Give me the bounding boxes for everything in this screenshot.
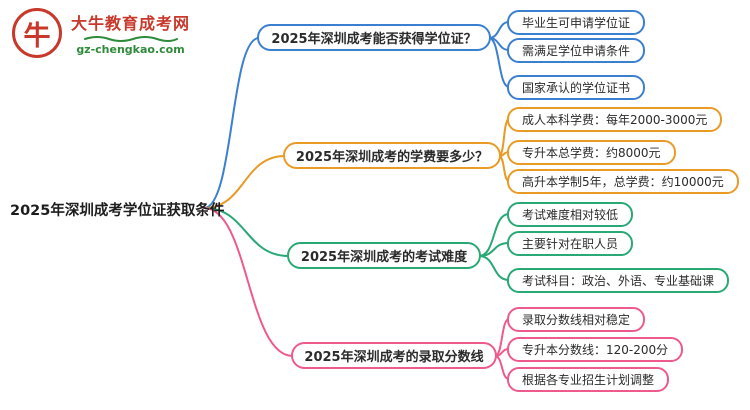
child-node: 录取分数线相对稳定 xyxy=(507,307,646,332)
child-node: 高升本学制5年，总学费：约10000元 xyxy=(507,169,739,194)
branch-tuition-cost: 2025年深圳成考的学费要多少？ xyxy=(283,142,501,169)
connector-branch0-child0 xyxy=(488,21,510,39)
branch-can-obtain-degree: 2025年深圳成考能否获得学位证？ xyxy=(257,24,491,51)
root-node: 2025年深圳成考学位证获取条件 xyxy=(10,203,225,219)
child-node: 考试科目：政治、外语、专业基础课 xyxy=(507,268,730,293)
connector-root-branch-0 xyxy=(203,37,260,209)
child-node: 专升本总学费：约8000元 xyxy=(507,140,676,165)
site-name: 大牛教育成考网 xyxy=(71,14,191,33)
connector-branch0-child2 xyxy=(488,37,510,88)
connector-branch2-child2 xyxy=(478,255,510,281)
child-node: 毕业生可申请学位证 xyxy=(507,10,646,35)
child-node: 成人本科学费：每年2000-3000元 xyxy=(507,107,723,132)
logo-text-block: 大牛教育成考网 gz-chengkao.com xyxy=(71,10,190,56)
connector-root-branch-2 xyxy=(203,207,290,257)
child-node: 主要针对在职人员 xyxy=(507,231,634,256)
child-node: 根据各专业招生计划调整 xyxy=(507,367,670,392)
connector-root-branch-1 xyxy=(203,155,286,209)
site-url: gz-chengkao.com xyxy=(76,43,185,56)
child-node: 国家承认的学位证书 xyxy=(507,75,646,100)
branch-admission-score: 2025年深圳成考的录取分数线 xyxy=(291,342,497,369)
bull-logo-icon: 牛 xyxy=(12,8,62,58)
child-node: 需满足学位申请条件 xyxy=(507,38,646,63)
site-logo: 牛 大牛教育成考网 gz-chengkao.com xyxy=(12,8,190,58)
child-node: 考试难度相对较低 xyxy=(507,202,634,227)
connector-root-branch-3 xyxy=(203,207,294,357)
bull-glyph: 牛 xyxy=(23,20,51,52)
branch-exam-difficulty: 2025年深圳成考的考试难度 xyxy=(287,242,481,269)
logo-underline-squiggle-icon xyxy=(83,36,178,42)
child-node: 专升本分数线：120-200分 xyxy=(507,337,684,362)
